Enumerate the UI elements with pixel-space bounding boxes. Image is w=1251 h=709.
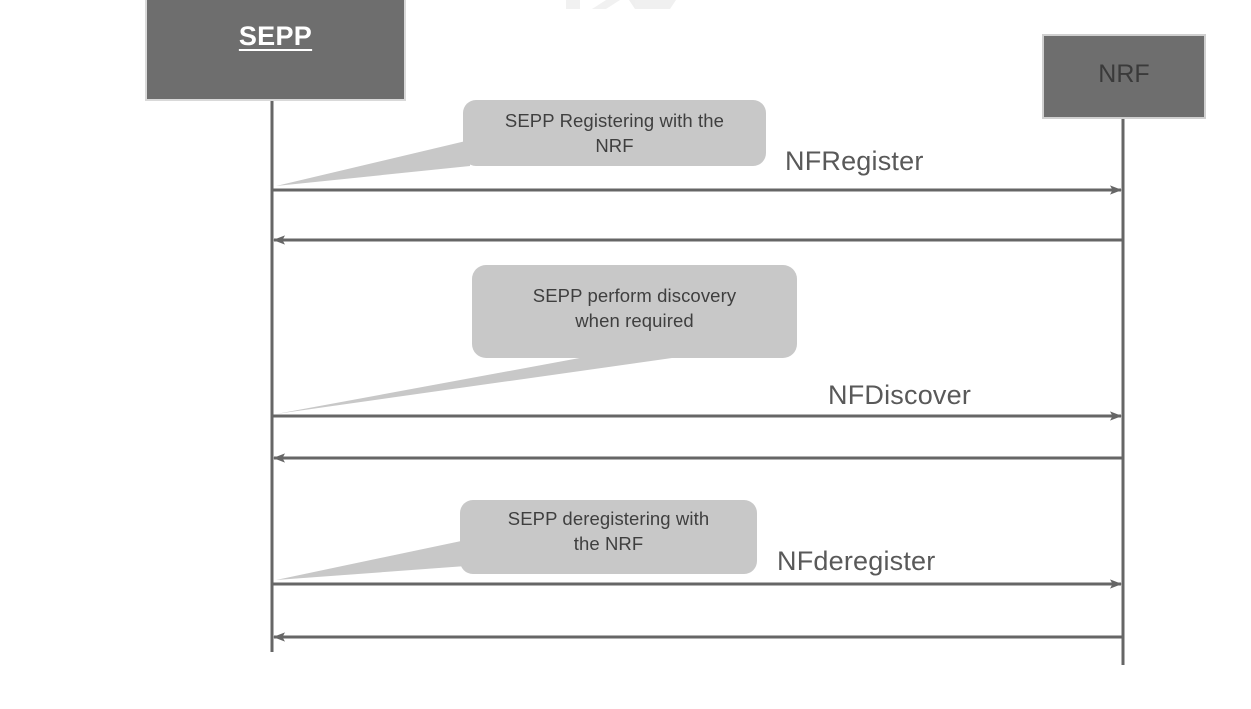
actor-label-sepp: SEPP	[238, 21, 313, 51]
callout-text-deregistering: SEPP deregistering with the NRF	[507, 508, 710, 554]
actor-label-nrf: NRF	[1098, 60, 1150, 88]
actor-box-sepp	[145, 0, 406, 101]
callout-text-registering: SEPP Registering with the NRF	[504, 110, 725, 156]
callout-registering-shape	[276, 100, 766, 186]
callout-discovery-shape	[276, 265, 797, 414]
callout-text-discovery: SEPP perform discovery when required	[532, 285, 737, 331]
actor-nrf: NRF	[1043, 35, 1205, 118]
actor-box-nrf	[1042, 34, 1206, 119]
top-artifact	[566, 0, 676, 9]
message-label-nfderegister: NFderegister	[777, 546, 936, 576]
callout-deregistering-shape	[276, 500, 757, 580]
actor-sepp: SEPP	[146, 0, 405, 100]
message-label-nfdiscover: NFDiscover	[828, 380, 972, 410]
message-label-nfregister: NFRegister	[785, 146, 924, 176]
